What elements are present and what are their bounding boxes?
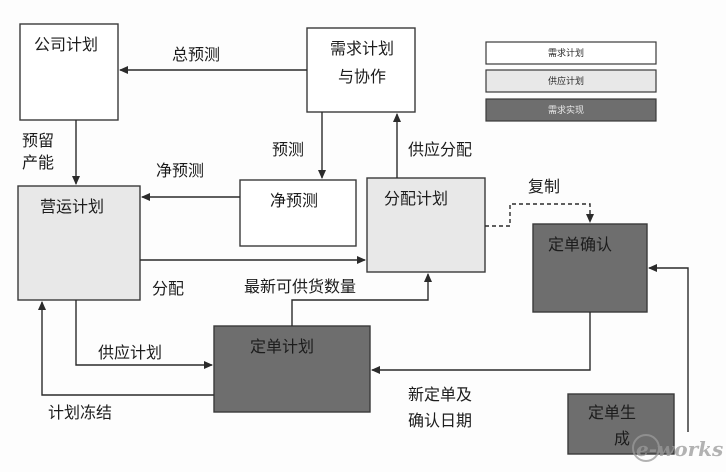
node-demand-plan-box (306, 27, 416, 113)
legend-swatch-supply-plan (485, 69, 657, 93)
node-order-generation-box (567, 393, 675, 455)
node-demand-plan-label-1: 需求计划 (330, 39, 394, 58)
watermark-logo-circle (632, 434, 660, 462)
legend: 需求计划 供应计划 需求实现 (485, 41, 657, 122)
legend-swatch-demand-fulfillment (485, 98, 657, 122)
node-allocation-plan-label: 分配计划 (384, 189, 448, 208)
edge-label-total-forecast: 总预测 (172, 45, 220, 64)
edge-plan-freeze (38, 301, 214, 396)
node-ops-plan-label: 营运计划 (40, 197, 104, 216)
node-order-plan-label: 定单计划 (250, 337, 314, 356)
node-order-generation-label-2: 成 (614, 429, 630, 448)
edge-label-copy: 复制 (528, 177, 560, 196)
edge-label-supply-plan: 供应计划 (98, 343, 162, 362)
edge-label-latest-available-qty: 最新可供货数量 (244, 277, 356, 296)
node-net-forecast-box (239, 179, 357, 247)
node-allocation-plan-box (366, 177, 486, 273)
legend-item-demand-plan: 需求计划 (485, 41, 657, 65)
edge-label-reserve-capacity-2: 产能 (22, 153, 54, 172)
node-order-confirm: 定单确认 (532, 223, 648, 313)
node-allocation-plan: 分配计划 (366, 177, 486, 273)
edge-label-supply-allocation: 供应分配 (408, 140, 472, 159)
node-order-generation: 定单生 成 (567, 393, 675, 455)
node-net-forecast-label: 净预测 (270, 191, 318, 210)
edge-supply-plan (75, 300, 213, 369)
edge-label-plan-freeze: 计划冻结 (48, 403, 112, 422)
legend-label-demand-fulfillment: 需求实现 (548, 104, 584, 116)
node-net-forecast: 净预测 (239, 179, 357, 247)
node-demand-plan-label-2: 与协作 (338, 67, 386, 86)
edge-label-net-forecast: 净预测 (156, 161, 204, 180)
edge-labels: 总预测 预留 产能 预测 净预测 供应分配 复制 分配 最新可供货数量 供应计划… (22, 45, 560, 430)
node-order-confirm-label: 定单确认 (548, 235, 612, 254)
node-company-plan-box (19, 23, 119, 121)
edge-label-new-order-2: 确认日期 (408, 411, 472, 430)
edge-label-reserve-capacity-1: 预留 (22, 131, 54, 150)
node-company-plan: 公司计划 (19, 23, 119, 121)
legend-swatch-demand-plan (485, 41, 657, 65)
edge-copy (485, 203, 594, 227)
edge-label-new-order-1: 新定单及 (408, 385, 472, 404)
node-ops-plan-box (17, 185, 141, 301)
edge-new-order (371, 312, 591, 374)
legend-item-supply-plan: 供应计划 (485, 69, 657, 93)
node-order-plan-box (213, 325, 371, 413)
watermark-logo-text: e-works (636, 437, 723, 461)
node-demand-plan: 需求计划 与协作 (306, 27, 416, 113)
node-order-generation-label-1: 定单生 (588, 403, 636, 422)
edge-label-allocation: 分配 (152, 279, 184, 298)
edge-label-forecast: 预测 (272, 140, 304, 159)
edge-latest-available-qty (291, 273, 432, 326)
edges (38, 66, 689, 432)
node-company-plan-label: 公司计划 (34, 35, 98, 54)
node-order-plan: 定单计划 (213, 325, 371, 413)
edge-order-generation (648, 264, 689, 432)
legend-item-demand-fulfillment: 需求实现 (485, 98, 657, 122)
legend-label-demand-plan: 需求计划 (548, 47, 584, 59)
watermark-logo: e-works (632, 434, 723, 462)
legend-label-supply-plan: 供应计划 (548, 75, 584, 87)
node-ops-plan: 营运计划 (17, 185, 141, 301)
